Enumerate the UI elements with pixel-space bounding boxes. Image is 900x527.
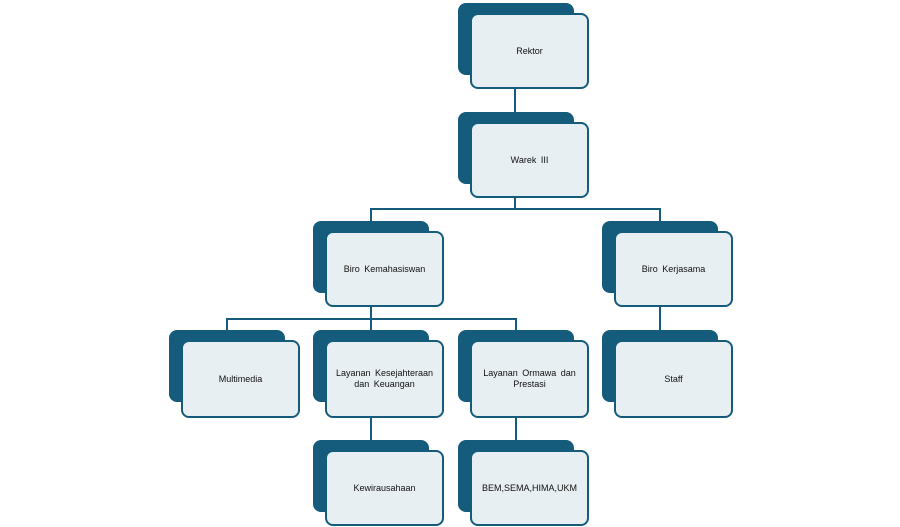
node-warek-label: Warek III bbox=[510, 154, 549, 165]
node-kewirausahaan-label: Kewirausahaan bbox=[353, 482, 416, 493]
node-kewirausahaan: Kewirausahaan bbox=[325, 450, 444, 526]
connector-to-multimedia bbox=[226, 318, 228, 330]
connector-warek-down bbox=[514, 198, 516, 209]
connector-to-biro-kemahasiswan bbox=[370, 208, 372, 221]
node-rektor-label: Rektor bbox=[516, 45, 543, 56]
node-biro-kemahasiswan-label: Biro Kemahasiswan bbox=[343, 263, 426, 274]
connector-biro-horizontal bbox=[370, 208, 661, 210]
node-bem-label: BEM,SEMA,HIMA,UKM bbox=[481, 482, 577, 493]
connector-kemahasiswan-down bbox=[370, 307, 372, 319]
node-biro-kerjasama-label: Biro Kerjasama bbox=[641, 263, 706, 274]
node-staff: Staff bbox=[614, 340, 733, 418]
node-multimedia-label: Multimedia bbox=[218, 373, 263, 384]
node-rektor: Rektor bbox=[470, 13, 589, 89]
connector-kerjasama-staff bbox=[659, 307, 661, 330]
node-biro-kemahasiswan: Biro Kemahasiswan bbox=[325, 231, 444, 307]
node-staff-label: Staff bbox=[664, 373, 683, 384]
node-layanan-kesejahteraan: Layanan Kesejahteraan dan Keuangan bbox=[325, 340, 444, 418]
connector-rektor-warek bbox=[514, 89, 516, 112]
connector-to-biro-kerjasama bbox=[659, 208, 661, 221]
connector-kesejahteraan-kewirausahaan bbox=[370, 418, 372, 440]
node-multimedia: Multimedia bbox=[181, 340, 300, 418]
node-layanan-ormawa-label: Layanan Ormawa dan Prestasi bbox=[483, 368, 576, 389]
node-bem: BEM,SEMA,HIMA,UKM bbox=[470, 450, 589, 526]
node-warek: Warek III bbox=[470, 122, 589, 198]
connector-to-layanan-kesejahteraan bbox=[370, 318, 372, 330]
connector-ormawa-bem bbox=[515, 418, 517, 440]
node-layanan-ormawa: Layanan Ormawa dan Prestasi bbox=[470, 340, 589, 418]
node-layanan-kesejahteraan-label: Layanan Kesejahteraan dan Keuangan bbox=[335, 368, 434, 389]
connector-to-layanan-ormawa bbox=[515, 318, 517, 330]
node-biro-kerjasama: Biro Kerjasama bbox=[614, 231, 733, 307]
